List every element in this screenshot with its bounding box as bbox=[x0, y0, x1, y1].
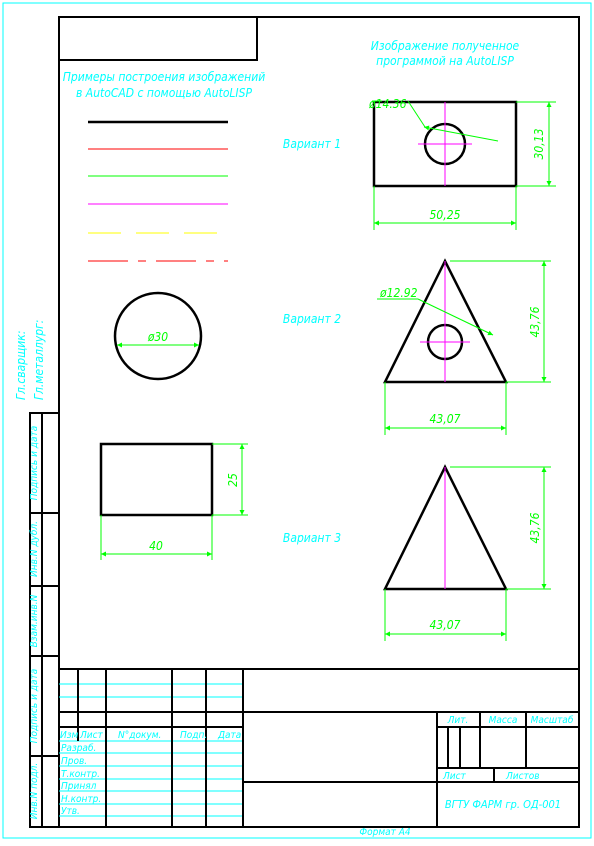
stamp-col-izm: Изм bbox=[60, 730, 79, 741]
circle-example: ø30 bbox=[113, 291, 203, 381]
stamp-row-utv: Утв. bbox=[61, 806, 80, 817]
v1-diameter-leader bbox=[423, 125, 499, 142]
stamp-listov: Листов bbox=[505, 771, 540, 782]
side-podpis-data-2: Подпись и дата bbox=[29, 669, 40, 744]
variant-2-drawing: ø12.92 43,76 43,07 bbox=[377, 258, 551, 435]
side-strip bbox=[29, 412, 59, 828]
v2-diameter-label: ø12.92 bbox=[379, 286, 418, 300]
side-podpis-data-1: Подпись и дата bbox=[29, 426, 40, 501]
variant-3-drawing: 43,76 43,07 bbox=[382, 464, 551, 641]
v2-diameter-leader bbox=[417, 298, 494, 336]
stamp-massa: Масса bbox=[489, 715, 518, 726]
variant-1-label: Вариант 1 bbox=[283, 137, 341, 151]
variant-2-label: Вариант 2 bbox=[283, 312, 341, 326]
stamp-row-prinyal: Принял bbox=[61, 781, 97, 792]
title-block bbox=[59, 668, 579, 827]
stamp-col-list: Лист bbox=[79, 730, 104, 741]
stamp-row-tkontr: Т.контр. bbox=[61, 769, 100, 780]
stamp-col-data: Дата bbox=[217, 730, 241, 741]
v1-height-label: 30,13 bbox=[532, 128, 546, 159]
v3-height-label: 43,76 bbox=[528, 512, 542, 543]
right-title-line2: программой на AutoLISP bbox=[376, 54, 514, 68]
stamp-masshtab: Масштаб bbox=[531, 714, 574, 726]
rect-height-label: 25 bbox=[226, 473, 240, 487]
right-title-line1: Изображение полученное bbox=[371, 39, 520, 53]
rect-width-label: 40 bbox=[149, 539, 163, 553]
rectangle-example: 25 40 bbox=[99, 442, 248, 560]
example-rectangle bbox=[99, 442, 214, 517]
v1-diameter-label: ø14.36 bbox=[368, 97, 407, 111]
circle-diameter-label: ø30 bbox=[147, 330, 168, 344]
example-circle bbox=[113, 291, 203, 381]
stamp-row-prov: Пров. bbox=[61, 756, 87, 767]
stamp-list: Лист bbox=[442, 771, 467, 782]
v3-width-label: 43,07 bbox=[430, 618, 461, 632]
main-frame bbox=[58, 16, 580, 828]
top-left-box bbox=[59, 17, 258, 61]
line-samples bbox=[88, 120, 228, 262]
left-title-line2: в AutoCAD с помощью AutoLISP bbox=[76, 86, 252, 100]
chief-welder-label: Гл.сварщик: bbox=[14, 331, 28, 400]
stamp-col-ndokum: N°докум. bbox=[118, 730, 161, 741]
v2-height-label: 43,76 bbox=[528, 306, 542, 337]
stamp-lit: Лит. bbox=[447, 715, 469, 726]
v1-width-label: 50,25 bbox=[430, 208, 461, 222]
stamp-org: ВГТУ ФАРМ гр. ОД-001 bbox=[445, 798, 561, 811]
left-title-line1: Примеры построения изображений bbox=[63, 70, 266, 84]
v2-width-label: 43,07 bbox=[430, 412, 461, 426]
stamp-row-razrab: Разраб. bbox=[61, 742, 96, 754]
variant-3-label: Вариант 3 bbox=[283, 531, 341, 545]
side-inv-dubl: Инв.N дубл. bbox=[28, 521, 40, 577]
format-label: Формат А4 bbox=[359, 827, 411, 838]
variant-1-drawing: ø14.36 30,13 50,25 bbox=[368, 97, 556, 230]
chief-metallurgist-label: Гл.металлург: bbox=[32, 320, 46, 400]
side-vzam-inv: Взам.инв.N bbox=[29, 594, 40, 647]
stamp-col-podp: Подп. bbox=[180, 730, 207, 741]
stamp-row-nkontr: Н.контр. bbox=[61, 794, 101, 805]
side-inv-podl: Инв.N подл. bbox=[29, 763, 40, 820]
